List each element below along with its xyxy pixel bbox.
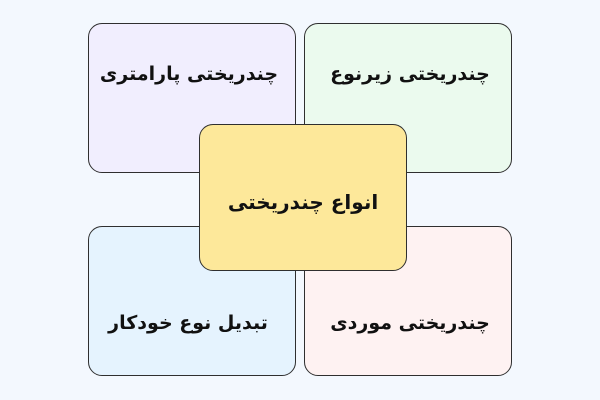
center-label: انواع چندریختی <box>227 189 379 214</box>
node-coercion: تبدیل نوع خودکار <box>88 226 296 376</box>
node-label: تبدیل نوع خودکار <box>108 311 268 334</box>
node-parametric-polymorphism: چندریختی پارامتری <box>88 23 296 173</box>
node-label: چندریختی موردی <box>330 311 490 334</box>
node-label: چندریختی پارامتری <box>99 62 279 85</box>
node-label: چندریختی زیرنوع <box>330 62 490 85</box>
center-node-polymorphism-types: انواع چندریختی <box>199 124 407 271</box>
